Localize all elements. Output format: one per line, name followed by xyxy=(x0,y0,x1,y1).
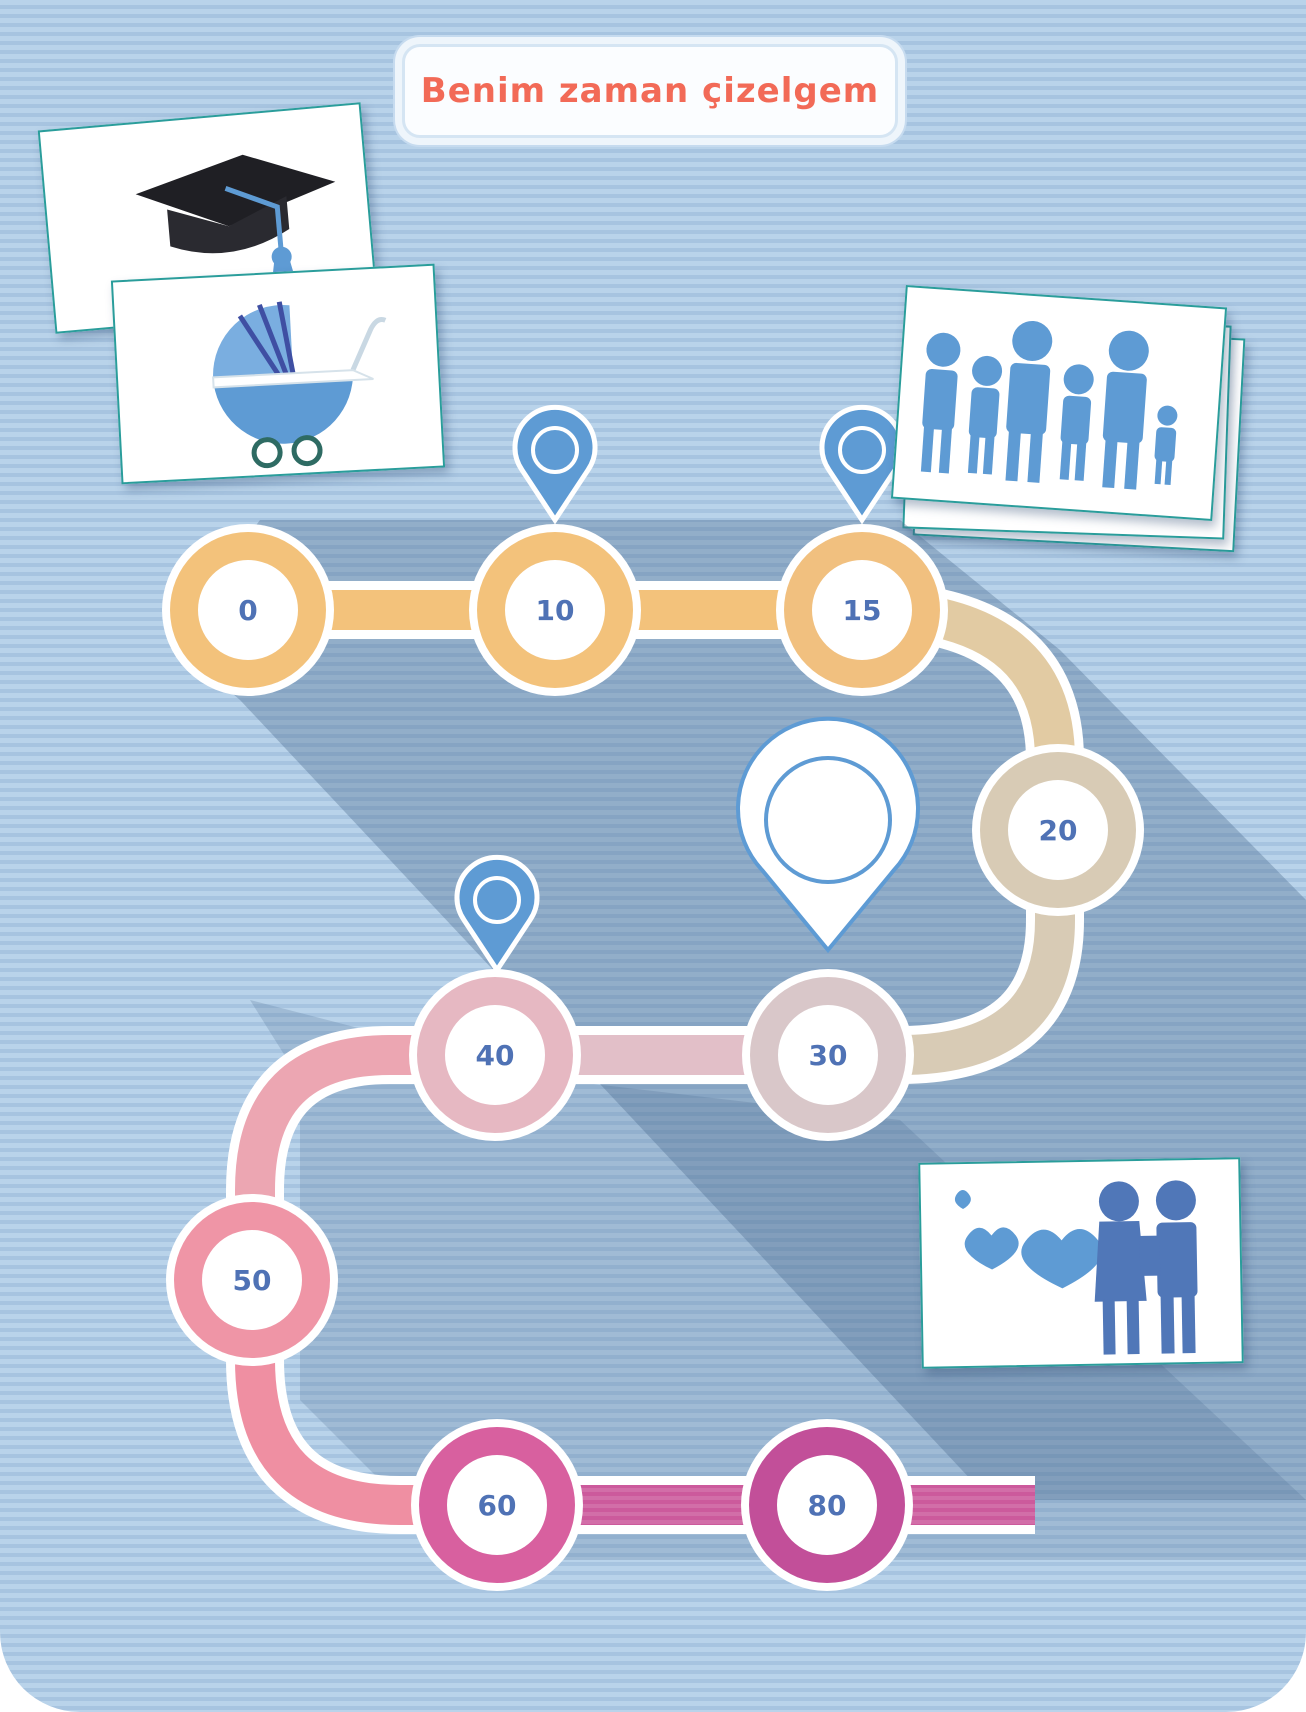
milestone-label-20: 20 xyxy=(1039,814,1078,847)
milestone-node-0: 0 xyxy=(162,524,334,696)
family-icon xyxy=(920,320,1178,490)
milestone-label-40: 40 xyxy=(476,1039,515,1072)
milestone-nodes: 0 10 15 20 xyxy=(162,524,1144,1591)
milestone-label-10: 10 xyxy=(536,594,575,627)
milestone-node-10: 10 xyxy=(469,524,641,696)
family-card xyxy=(890,285,1228,521)
milestone-label-60: 60 xyxy=(478,1489,517,1522)
stroller-card xyxy=(110,263,446,485)
map-pin-icon xyxy=(454,854,540,975)
long-shadow-lower xyxy=(250,1000,1306,1560)
title-plaque: Benim zaman çizelgem xyxy=(402,44,898,138)
couple-card xyxy=(918,1157,1244,1369)
milestone-label-80: 80 xyxy=(808,1489,847,1522)
milestone-node-40: 40 xyxy=(409,969,581,1141)
milestone-node-30: 30 xyxy=(742,969,914,1141)
page-title: Benim zaman çizelgem xyxy=(420,71,880,111)
milestone-node-50: 50 xyxy=(166,1194,338,1366)
milestone-node-20: 20 xyxy=(972,744,1144,916)
baby-stroller-icon xyxy=(212,301,387,469)
milestone-node-15: 15 xyxy=(776,524,948,696)
milestone-label-50: 50 xyxy=(233,1264,272,1297)
large-map-pin-icon xyxy=(736,716,920,954)
couple-with-hearts-icon xyxy=(954,1180,1198,1355)
milestone-label-15: 15 xyxy=(843,594,882,627)
milestone-label-30: 30 xyxy=(809,1039,848,1072)
map-pin-icon xyxy=(512,404,598,525)
milestone-node-80: 80 xyxy=(741,1419,913,1591)
map-pin-icon xyxy=(819,404,905,525)
milestone-node-60: 60 xyxy=(411,1419,583,1591)
milestone-label-0: 0 xyxy=(238,594,257,627)
